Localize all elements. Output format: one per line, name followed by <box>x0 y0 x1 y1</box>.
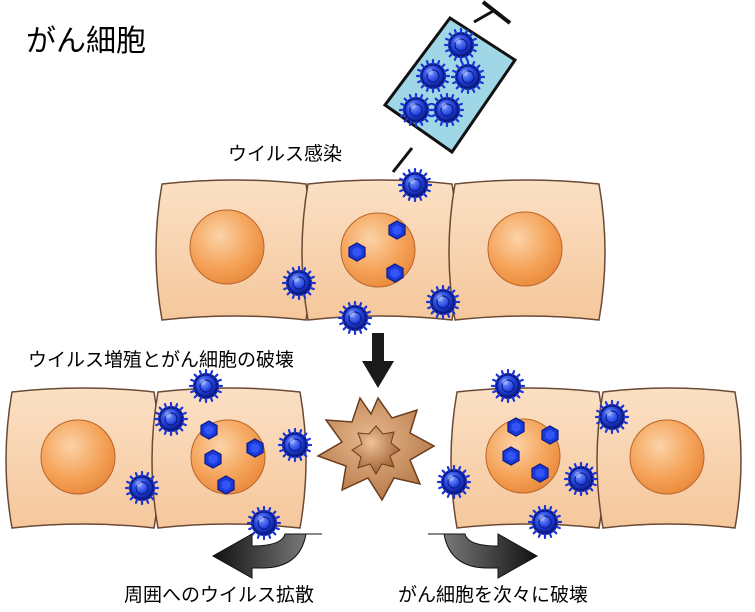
virus-particle-icon <box>153 401 189 437</box>
viral-capsid-icon <box>541 425 559 445</box>
syringe-icon <box>382 0 518 173</box>
label-virus-infection: ウイルス感染 <box>228 143 343 165</box>
virus-particle-icon <box>397 167 433 203</box>
virus-particle-icon <box>124 470 160 506</box>
viral-capsid-icon <box>386 263 404 283</box>
virus-particle-icon <box>277 427 313 463</box>
virus-particle-icon <box>398 92 434 128</box>
label-cell-destruction: がん細胞を次々に破壊 <box>398 584 589 606</box>
viral-capsid-icon <box>348 242 366 262</box>
viral-capsid-icon <box>246 438 264 458</box>
nucleus-icon <box>189 209 265 285</box>
cell-burst-icon <box>316 396 436 502</box>
nucleus-icon <box>629 419 705 495</box>
virus-particle-icon <box>490 368 526 404</box>
nucleus-icon <box>487 211 563 287</box>
label-virus-spread: 周囲へのウイルス拡散 <box>124 584 315 606</box>
cell-row-top <box>155 167 606 336</box>
label-virus-replication: ウイルス増殖とがん細胞の破壊 <box>28 349 295 371</box>
virus-particle-icon <box>429 92 465 128</box>
virus-particle-icon <box>415 58 451 94</box>
viral-capsid-icon <box>200 420 218 440</box>
viral-capsid-icon <box>531 463 549 483</box>
virus-particle-icon <box>443 27 479 63</box>
virus-particle-icon <box>527 504 563 540</box>
viral-capsid-icon <box>217 475 235 495</box>
virus-particle-icon <box>337 300 373 336</box>
viral-capsid-icon <box>507 417 525 437</box>
virus-particle-icon <box>563 461 599 497</box>
virus-particle-icon <box>281 265 317 301</box>
viral-capsid-icon <box>502 446 520 466</box>
curved-arrow-icon <box>428 533 539 579</box>
virus-particle-icon <box>246 505 282 541</box>
viral-capsid-icon <box>204 449 222 469</box>
cell-row-bottom-right <box>436 368 742 540</box>
cell-row-bottom-left <box>5 368 313 541</box>
virus-particle-icon <box>594 399 630 435</box>
virus-particle-icon <box>436 464 472 500</box>
viral-capsid-icon <box>388 220 406 240</box>
virus-particle-icon <box>188 368 224 404</box>
virus-particle-icon <box>425 284 461 320</box>
nucleus-icon <box>40 419 116 495</box>
curved-arrow-icon <box>211 533 322 579</box>
down-arrow-icon <box>362 333 394 388</box>
virus-particle-icon <box>450 59 486 95</box>
diagram-title: がん細胞 <box>26 24 146 59</box>
